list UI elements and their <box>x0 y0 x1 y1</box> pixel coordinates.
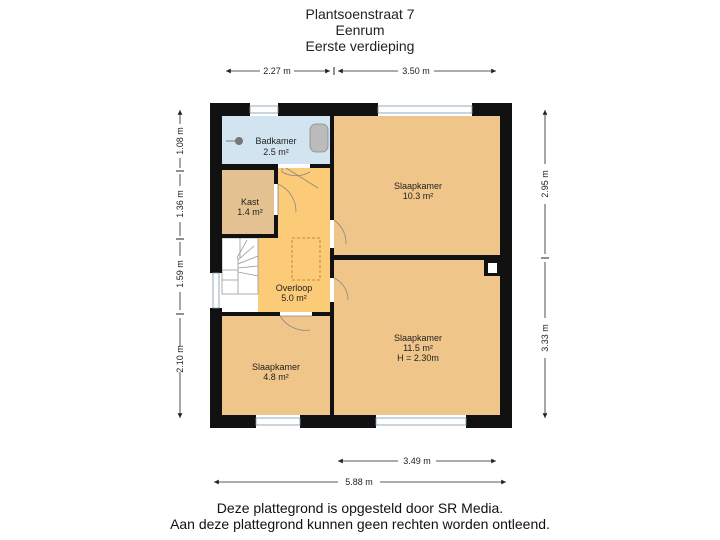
label-slaapkamer-top-name: Slaapkamer <box>394 181 442 191</box>
dim-left-3: 1.59 m <box>175 260 185 288</box>
label-slaapkamer-small-name: Slaapkamer <box>252 362 300 372</box>
dim-left-1: 1.08 m <box>175 127 185 155</box>
dim-bottom-total: 5.88 m <box>345 477 373 487</box>
label-badkamer-name: Badkamer <box>255 136 296 146</box>
label-overloop-name: Overloop <box>276 283 313 293</box>
shower-icon <box>309 123 329 153</box>
dim-right-bottom: 3.33 m <box>540 324 550 352</box>
doors <box>277 167 349 331</box>
windows <box>212 105 473 426</box>
room-slaapkamer-top-fill <box>334 116 500 255</box>
sink-icon <box>235 137 243 145</box>
label-badkamer-area: 2.5 m² <box>263 147 289 157</box>
label-slaapkamer-small-area: 4.8 m² <box>263 372 289 382</box>
dim-top-left: 2.27 m <box>263 66 291 76</box>
address-title: Plantsoenstraat 7 <box>305 6 415 22</box>
room-overloop-fill <box>258 168 330 312</box>
footer-line-1: Deze plattegrond is opgesteld door SR Me… <box>216 500 504 516</box>
room-slaapkamer-small-fill <box>222 316 330 415</box>
city-title: Eenrum <box>335 22 385 38</box>
stair-treads <box>222 238 259 294</box>
dim-left-4: 2.10 m <box>175 345 185 373</box>
dim-left-2: 1.36 m <box>175 190 185 218</box>
label-kast-name: Kast <box>241 197 260 207</box>
dim-top-right: 3.50 m <box>402 66 430 76</box>
label-slaapkamer-top-area: 10.3 m² <box>403 191 434 201</box>
walls <box>210 103 512 428</box>
dimension-lines <box>177 68 548 485</box>
label-slaapkamer-big-name: Slaapkamer <box>394 333 442 343</box>
dim-right-top: 2.95 m <box>540 170 550 198</box>
label-kast-area: 1.4 m² <box>237 207 263 217</box>
room-slaapkamer-big-fill <box>334 260 500 415</box>
label-overloop-area: 5.0 m² <box>281 293 307 303</box>
room-kast-fill <box>222 170 274 234</box>
label-slaapkamer-big-area: 11.5 m² <box>403 343 433 353</box>
dimension-ticks <box>176 67 549 315</box>
column-inner <box>488 263 497 273</box>
floor-title: Eerste verdieping <box>305 38 415 54</box>
dim-bottom-right: 3.49 m <box>403 456 431 466</box>
label-slaapkamer-big-height: H = 2.30m <box>397 353 439 363</box>
footer-line-2: Aan deze plattegrond kunnen geen rechten… <box>170 516 550 532</box>
